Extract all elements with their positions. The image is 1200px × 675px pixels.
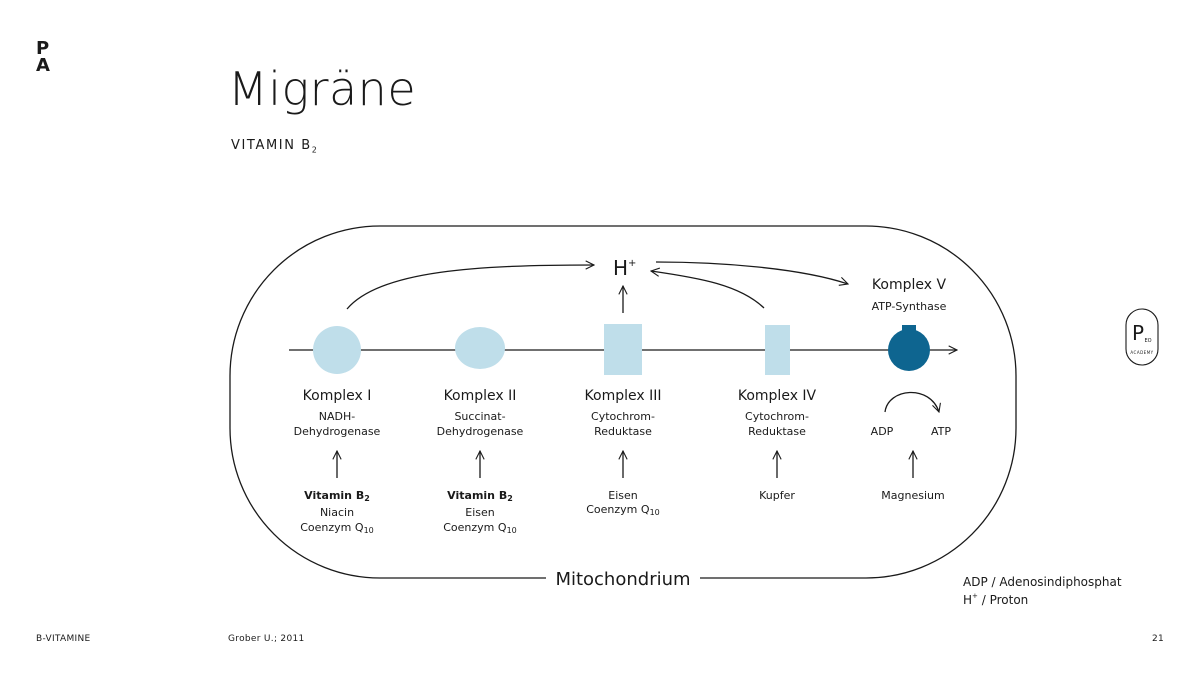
komplex4-shape: [765, 325, 790, 375]
komplex2-cofactor-2: Coenzym Q10: [443, 521, 517, 535]
komplex2-desc1: Succinat-: [454, 410, 505, 423]
komplex4-cofactor-1: Kupfer: [759, 489, 795, 502]
komplex2-labels: Komplex II Succinat- Dehydrogenase Vitam…: [437, 388, 524, 535]
komplex4-desc2: Reduktase: [748, 425, 806, 438]
brand-logo: P A: [36, 38, 50, 76]
footer-source: Grober U.; 2011: [228, 634, 305, 644]
komplex3-desc2: Reduktase: [594, 425, 652, 438]
komplex1-cofactor-2: Coenzym Q10: [300, 521, 374, 535]
legend-adp: ADP / Adenosindiphosphat: [963, 575, 1122, 589]
komplex1-desc2: Dehydrogenase: [294, 425, 381, 438]
arrow-proton-to-komplex5: [655, 261, 848, 284]
page-subtitle: VITAMIN B2: [231, 138, 318, 155]
komplex2-name: Komplex II: [444, 388, 517, 404]
komplex5-shape: [888, 325, 930, 371]
komplex1-cofactor-1: Niacin: [320, 506, 354, 519]
komplex4-name: Komplex IV: [738, 388, 817, 404]
komplex5-name: Komplex V: [872, 277, 947, 293]
adp-atp-arrow: [884, 391, 939, 412]
komplex3-cofactor-2: Coenzym Q10: [586, 503, 660, 517]
proton-label: H+: [613, 256, 636, 280]
proton-sup: +: [628, 258, 636, 269]
komplex2-cofactor-1: Eisen: [465, 506, 495, 519]
atp-label: ATP: [931, 425, 951, 438]
komplex1-name: Komplex I: [303, 388, 372, 404]
arrow-komplex4-to-proton: [651, 271, 765, 309]
komplex3-desc1: Cytochrom-: [591, 410, 655, 423]
komplex4-desc1: Cytochrom-: [745, 410, 809, 423]
legend-proton: H+ / Proton: [963, 592, 1028, 607]
komplex1-desc1: NADH-: [319, 410, 355, 423]
komplex5-cofactor: Magnesium: [881, 489, 944, 502]
svg-text:ACADEMY: ACADEMY: [1130, 350, 1153, 355]
komplex3-cofactor-1: Eisen: [608, 489, 638, 502]
komplex2-cofactor-bold: Vitamin B2: [447, 489, 513, 503]
proton-letter: H: [613, 256, 628, 280]
komplex2-shape: [455, 327, 505, 369]
komplex1-shape: [313, 326, 361, 374]
brand-letter-p: P: [36, 38, 50, 59]
mitochondrium-outline: [229, 225, 1017, 579]
komplex3-shape: [604, 324, 642, 375]
komplex4-labels: Komplex IV Cytochrom- Reduktase Kupfer: [738, 388, 817, 502]
komplex3-name: Komplex III: [585, 388, 662, 404]
komplex1-cofactor-bold: Vitamin B2: [304, 489, 370, 503]
adp-label: ADP: [871, 425, 894, 438]
komplex1-labels: Komplex I NADH- Dehydrogenase Vitamin B2…: [294, 388, 381, 535]
page-title: Migräne: [228, 62, 417, 116]
academy-badge-icon: P EO ACADEMY: [1125, 308, 1159, 366]
komplex2-desc2: Dehydrogenase: [437, 425, 524, 438]
komplex5-desc: ATP-Synthase: [872, 300, 947, 313]
svg-text:EO: EO: [1144, 338, 1151, 344]
footer-section: B-VITAMINE: [36, 634, 91, 644]
brand-letter-a: A: [36, 55, 50, 76]
mitochondrium-label: Mitochondrium: [555, 569, 690, 590]
footer-page-number: 21: [1152, 634, 1165, 644]
subtitle-sub: 2: [311, 145, 319, 155]
arrow-komplex1-to-proton: [346, 265, 594, 310]
subtitle-text: VITAMIN B: [231, 138, 312, 153]
komplex3-labels: Komplex III Cytochrom- Reduktase Eisen C…: [585, 388, 662, 517]
svg-text:P: P: [1132, 321, 1144, 345]
